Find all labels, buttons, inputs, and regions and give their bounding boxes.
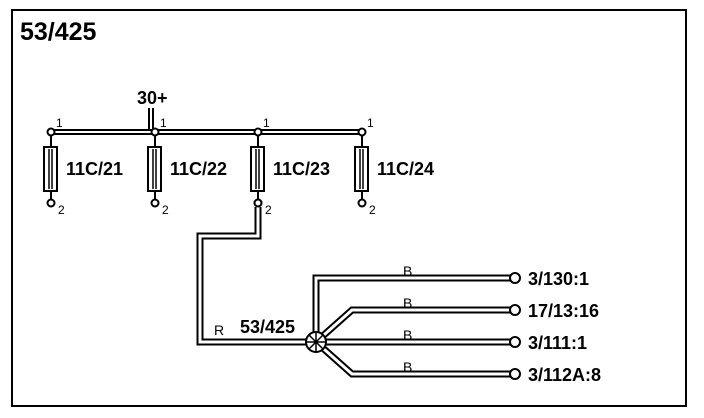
output-wire-4-color: B <box>403 359 412 375</box>
output-wire-4 <box>313 339 511 378</box>
fuse-11c-21-pin-bottom: 2 <box>58 203 65 217</box>
fuse-11c-24 <box>354 127 369 208</box>
diagram-title: 53/425 <box>20 18 97 46</box>
output-wire-1-color: B <box>403 263 412 279</box>
terminal-4-label: 3/112A:8 <box>528 365 601 385</box>
feed-wire-color: R <box>214 322 224 338</box>
fuse-11c-23-terminal <box>253 198 263 208</box>
fuse-11c-22-pin-top: 1 <box>160 116 167 130</box>
terminal-2-icon <box>509 304 521 316</box>
fuse-11c-21-pin-top: 1 <box>56 116 63 130</box>
fuse-11c-21 <box>43 127 58 208</box>
fuse-11c-23-pin-bottom: 2 <box>265 203 272 217</box>
fuse-11c-23-pin-top: 1 <box>263 116 270 130</box>
power-label: 30+ <box>137 88 168 108</box>
fuse-11c-24-pin-top: 1 <box>367 116 374 130</box>
feed-wire <box>196 207 316 346</box>
output-wire-2 <box>313 306 511 345</box>
splice-label: 53/425 <box>240 317 295 337</box>
output-wire-1 <box>312 274 511 342</box>
fuse-11c-24-pin-bottom: 2 <box>369 203 376 217</box>
fuse-11c-22-pin-bottom: 2 <box>162 203 169 217</box>
output-wire-2-color: B <box>403 295 412 311</box>
terminal-3-icon <box>509 336 521 348</box>
fuse-11c-23-label: 11C/23 <box>273 159 330 179</box>
fuse-11c-22 <box>147 127 162 208</box>
fuse-11c-24-label: 11C/24 <box>377 159 434 179</box>
terminal-1-label: 3/130:1 <box>528 269 589 289</box>
terminal-4-icon <box>509 368 521 380</box>
splice-node <box>305 331 327 353</box>
terminal-3-label: 3/111:1 <box>528 333 587 353</box>
terminal-1-icon <box>509 272 521 284</box>
fuse-11c-21-label: 11C/21 <box>66 159 123 179</box>
fuse-11c-23 <box>250 127 265 208</box>
output-wire-3-color: B <box>403 327 412 343</box>
fuse-11c-22-label: 11C/22 <box>170 159 227 179</box>
diagram-frame <box>11 9 687 407</box>
terminal-2-label: 17/13:16 <box>528 301 599 321</box>
